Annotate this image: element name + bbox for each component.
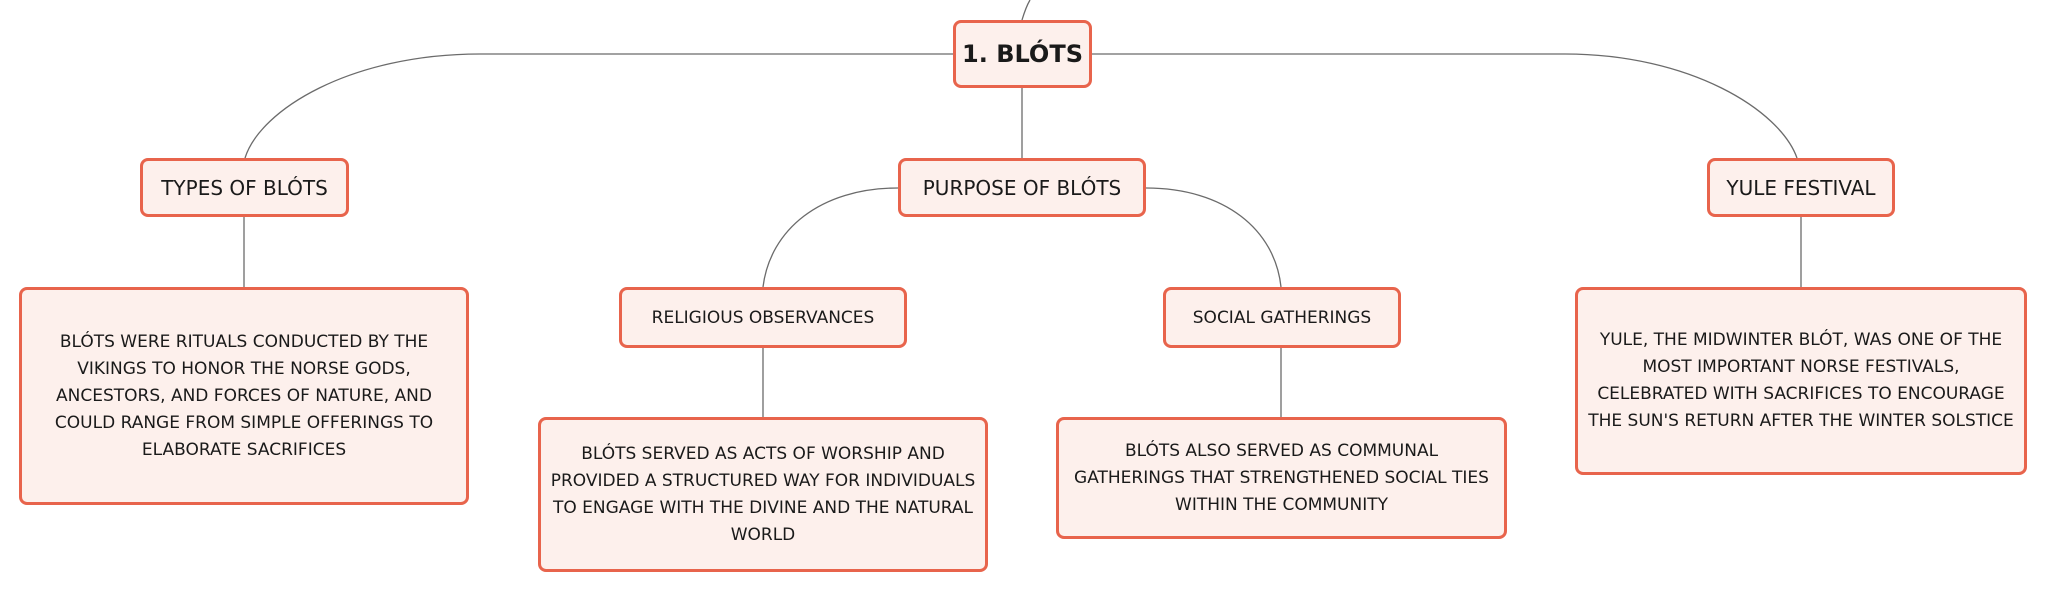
connector-purpose-to-social bbox=[1145, 187, 1282, 288]
social-description-text: BLÓTS ALSO SERVED AS COMMUNAL GATHERINGS… bbox=[1074, 440, 1489, 515]
connector-purpose-to-religious bbox=[762, 187, 899, 288]
religious-observances-label: RELIGIOUS OBSERVANCES bbox=[651, 307, 875, 328]
root-label: 1. BLÓTS bbox=[962, 40, 1083, 68]
yule-description-text: YULE, THE MIDWINTER BLÓT, WAS ONE OF THE… bbox=[1588, 330, 2014, 431]
social-gatherings-node[interactable]: SOCIAL GATHERINGS bbox=[1163, 287, 1401, 348]
root-node[interactable]: 1. BLÓTS bbox=[953, 20, 1092, 88]
purpose-of-blots-node[interactable]: PURPOSE OF BLÓTS bbox=[898, 158, 1146, 217]
connector-root-to-types bbox=[244, 53, 953, 159]
religious-description-node[interactable]: BLÓTS SERVED AS ACTS OF WORSHIP AND PROV… bbox=[538, 417, 988, 572]
religious-observances-node[interactable]: RELIGIOUS OBSERVANCES bbox=[619, 287, 907, 348]
connector-root-to-yule bbox=[1092, 53, 1798, 159]
types-of-blots-label: TYPES OF BLÓTS bbox=[161, 175, 328, 200]
religious-description-text: BLÓTS SERVED AS ACTS OF WORSHIP AND PROV… bbox=[550, 443, 976, 545]
social-gatherings-label: SOCIAL GATHERINGS bbox=[1192, 307, 1372, 328]
purpose-of-blots-label: PURPOSE OF BLÓTS bbox=[922, 175, 1122, 200]
social-description-node[interactable]: BLÓTS ALSO SERVED AS COMMUNAL GATHERINGS… bbox=[1056, 417, 1507, 539]
types-description-node[interactable]: BLÓTS WERE RITUALS CONDUCTED BY THE VIKI… bbox=[19, 287, 469, 505]
yule-festival-label: YULE FESTIVAL bbox=[1726, 175, 1876, 200]
connector-root-to-parent bbox=[1021, 0, 1031, 21]
types-description-text: BLÓTS WERE RITUALS CONDUCTED BY THE VIKI… bbox=[54, 331, 434, 460]
yule-festival-node[interactable]: YULE FESTIVAL bbox=[1707, 158, 1895, 217]
yule-description-node[interactable]: YULE, THE MIDWINTER BLÓT, WAS ONE OF THE… bbox=[1575, 287, 2027, 475]
types-of-blots-node[interactable]: TYPES OF BLÓTS bbox=[140, 158, 349, 217]
